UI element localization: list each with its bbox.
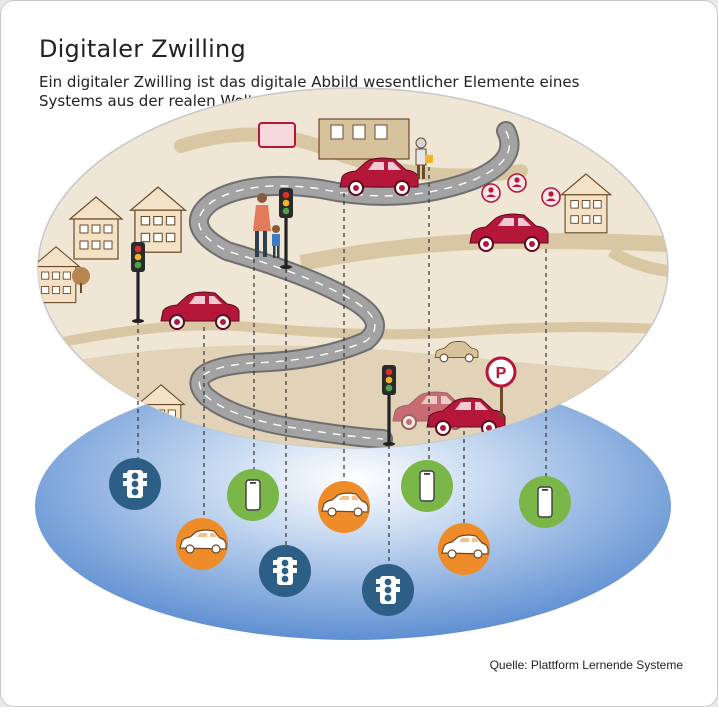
page-title: Digitaler Zwilling — [39, 35, 246, 63]
pedestrian-icon — [415, 137, 433, 179]
smartphone-icon — [537, 486, 553, 518]
connector-lines — [137, 167, 547, 565]
page-subtitle: Ein digitaler Zwilling ist das digitale … — [39, 73, 580, 110]
smartphone-twin — [227, 469, 279, 521]
real-world-scene: P — [37, 87, 669, 449]
traffic-light-twin — [109, 458, 161, 510]
car-twin — [438, 523, 490, 575]
traffic-light-twin — [362, 564, 414, 616]
pedestrian-icon — [253, 193, 280, 258]
smartphone-twin — [519, 476, 571, 528]
car-twin — [176, 518, 228, 570]
traffic-light-twin — [259, 545, 311, 597]
smartphone-twin — [401, 460, 453, 512]
smartphone-icon — [245, 479, 261, 511]
svg-text:P: P — [496, 365, 507, 382]
car-twin — [318, 481, 370, 533]
smartphone-icon — [419, 470, 435, 502]
person-pin-icon — [481, 173, 561, 207]
parking-sign-icon: P — [485, 356, 517, 417]
source-credit: Quelle: Plattform Lernende Systeme — [489, 658, 683, 672]
